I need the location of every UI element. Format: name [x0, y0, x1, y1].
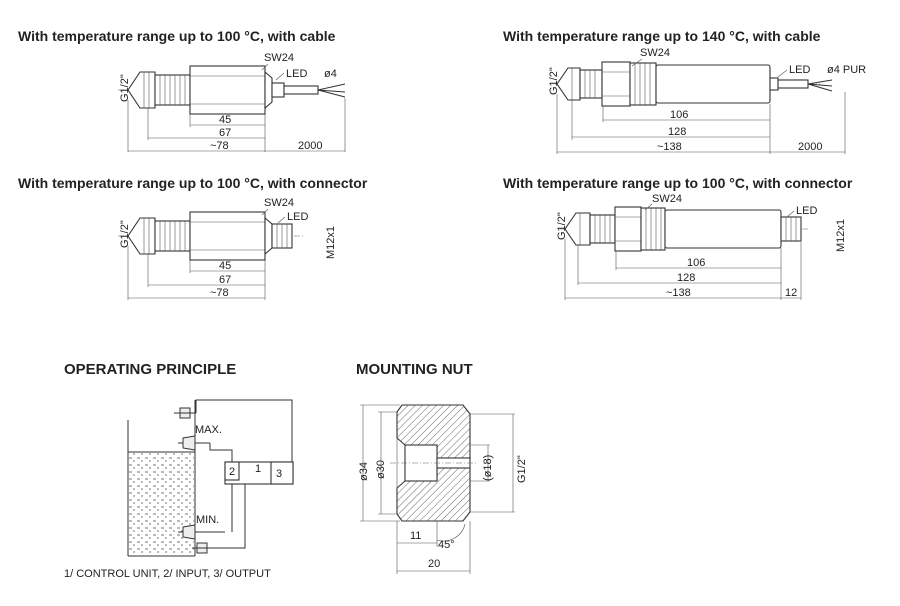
hex-body: [189, 211, 266, 261]
led-neck: [271, 82, 285, 98]
thread-section: [154, 220, 191, 252]
liquid: [129, 452, 194, 555]
dim-d18: (ø18): [482, 455, 494, 481]
dim-67: 67: [219, 274, 231, 286]
operating-principle-diagram: MAX. MIN. 2 1 3 1/ CONTROL UNIT, 2/ INPU…: [64, 399, 294, 580]
dim-d30: ø30: [375, 460, 387, 479]
probe-tip: [564, 212, 591, 246]
cable: [777, 79, 809, 89]
dim-78: ~78: [210, 287, 229, 299]
dim-45: 45: [219, 114, 231, 126]
hex-body: [614, 206, 642, 252]
dim-12: 12: [785, 287, 797, 299]
label-sw24: SW24: [264, 52, 294, 64]
label-led: LED: [286, 68, 307, 80]
label-led: LED: [789, 64, 810, 76]
dim-thread: G1/2": [548, 67, 560, 95]
probe-tip: [556, 67, 581, 101]
dim-m12: M12x1: [835, 219, 847, 252]
dim-78: ~78: [210, 140, 229, 152]
probe-tip: [127, 217, 156, 255]
drawing-connector-100-left: G1/2" SW24 LED M12x1 45 67 ~78: [118, 197, 337, 300]
title-operating-principle: OPERATING PRINCIPLE: [64, 361, 236, 378]
title-connector-100-left: With temperature range up to 100 °C, wit…: [18, 175, 368, 191]
dim-2000: 2000: [798, 141, 822, 153]
probe-min-icon: [182, 524, 196, 540]
dim-m12: M12x1: [325, 226, 337, 259]
label-sw24: SW24: [264, 197, 294, 209]
label-cable-dia: ø4 PUR: [827, 64, 866, 76]
probe-body: [655, 64, 771, 104]
mounting-nut-diagram: ø34 ø30 (ø18) G1/2" 11 45° 20: [358, 404, 528, 574]
label-sw24: SW24: [640, 47, 670, 59]
cable: [283, 85, 319, 95]
label-max: MAX.: [195, 424, 222, 436]
label-min: MIN.: [196, 514, 219, 526]
probe-body: [664, 209, 782, 249]
title-mounting-nut: MOUNTING NUT: [356, 361, 473, 378]
dim-45: 45: [219, 260, 231, 272]
label-led: LED: [287, 211, 308, 223]
title-cable-100: With temperature range up to 100 °C, wit…: [18, 28, 336, 44]
probe-tip: [127, 71, 156, 109]
probe-max-icon: [182, 435, 196, 451]
cooling-fins: [640, 207, 666, 251]
dim-138: ~138: [666, 287, 691, 299]
dim-138: ~138: [657, 141, 682, 153]
drawing-connector-100-right: G1/2" SW24 LED M12x1 106 128 ~138 12: [556, 193, 847, 300]
output-terminal: [270, 461, 294, 485]
dim-20: 20: [428, 558, 440, 570]
thread-section: [589, 214, 616, 244]
dim-106: 106: [687, 257, 705, 269]
dim-106: 106: [670, 109, 688, 121]
hex-body: [601, 61, 631, 107]
dim-67: 67: [219, 127, 231, 139]
dim-thread: G1/2": [119, 220, 131, 248]
thread-section: [579, 69, 603, 99]
label-led: LED: [796, 205, 817, 217]
dim-thread: G1/2": [516, 455, 528, 483]
label-cable-dia: ø4: [324, 68, 337, 80]
legend-text: 1/ CONTROL UNIT, 2/ INPUT, 3/ OUTPUT: [64, 568, 271, 580]
drawing-cable-100: G1/2" SW24 LED ø4 45 67 ~78 2000: [118, 52, 346, 152]
thread-section: [154, 74, 191, 106]
dim-11: 11: [410, 530, 421, 542]
dim-128: 128: [677, 272, 695, 284]
dim-angle-45: 45°: [438, 539, 455, 551]
dim-2000: 2000: [298, 140, 322, 152]
label-3: 3: [276, 468, 282, 480]
label-2: 2: [229, 466, 235, 478]
hex-body: [189, 65, 266, 115]
dim-thread: G1/2": [119, 74, 131, 102]
dim-128: 128: [668, 126, 686, 138]
title-cable-140: With temperature range up to 140 °C, wit…: [503, 28, 821, 44]
dim-thread: G1/2": [556, 212, 568, 240]
label-sw24: SW24: [652, 193, 682, 205]
label-1: 1: [255, 463, 261, 475]
title-connector-100-right: With temperature range up to 100 °C, wit…: [503, 175, 853, 191]
drawing-cable-140: G1/2" SW24 LED ø4 PUR 106 128 ~138 2000: [548, 47, 866, 154]
cooling-fins: [629, 62, 657, 106]
dim-d34: ø34: [358, 462, 370, 481]
